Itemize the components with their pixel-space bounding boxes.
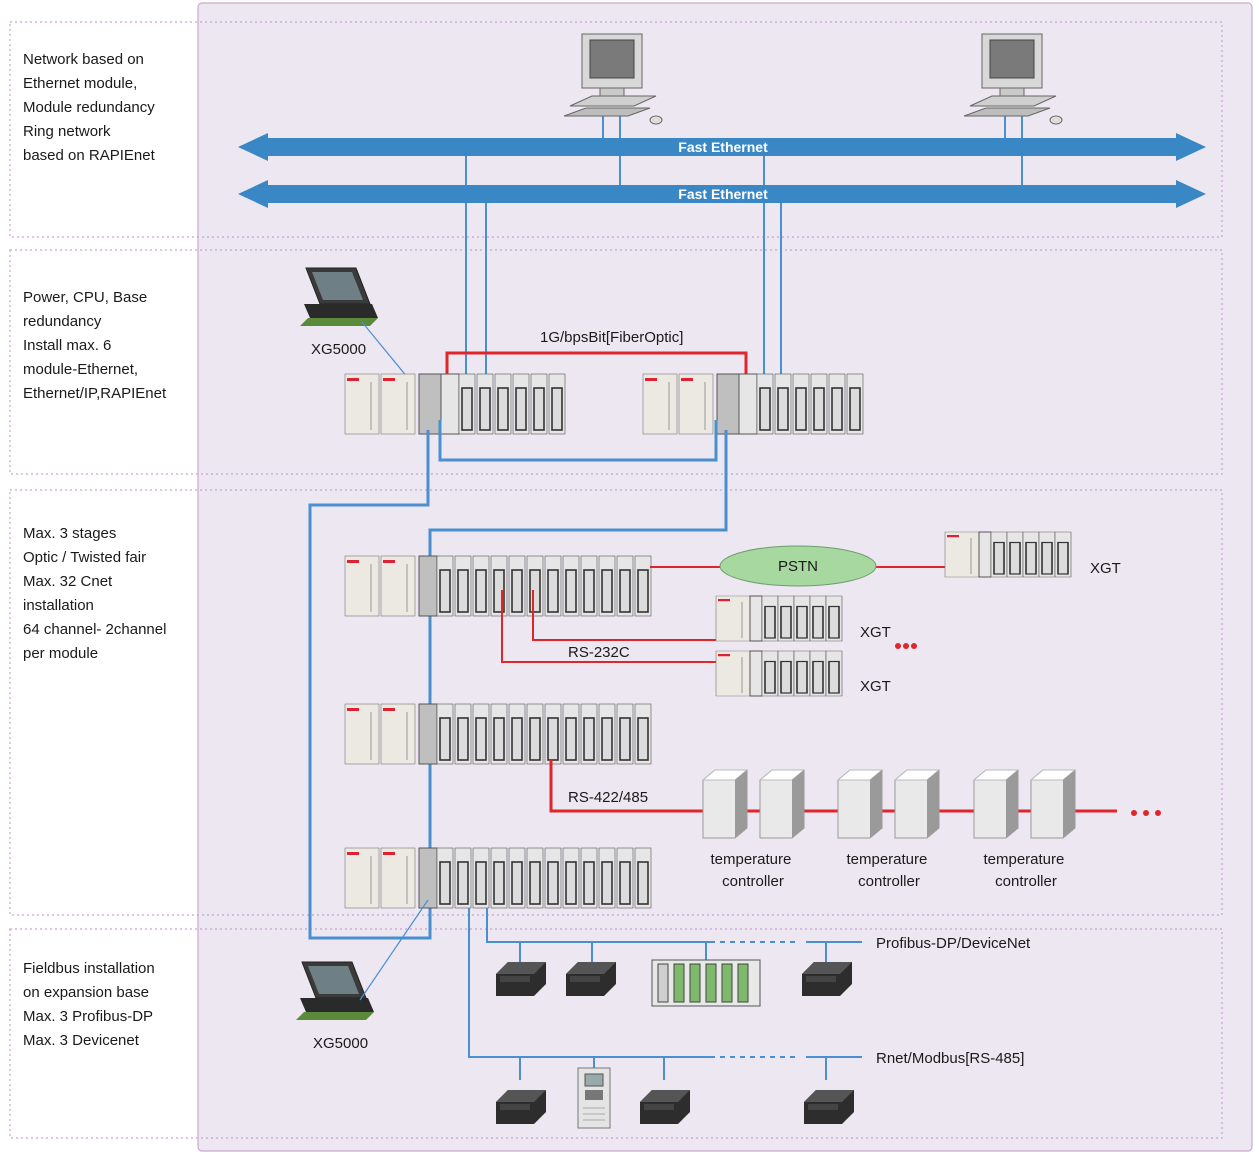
temp-label-3: temperature controller [983,851,1068,890]
temp-controller-icon-1b [759,769,805,839]
fieldbus-lines [468,908,862,1080]
temp-controller-icon-1a [702,769,748,839]
pstn-label: PSTN [778,558,818,575]
fast-ethernet-label-1: Fast Ethernet [678,139,768,155]
plc-expansion-2 [344,703,652,765]
section-1-desc: Network based on Ethernet module, Module… [23,51,159,164]
laptop-link-top [361,321,409,379]
expansion-links [308,420,728,940]
section-2-border [9,249,1223,475]
section-3-desc: Max. 3 stages Optic / Twisted fair Max. … [23,525,171,662]
fast-ethernet-band-2: Fast Ethernet [238,180,1206,208]
section-2-desc: Power, CPU, Base redundancy Install max.… [23,289,167,402]
fieldbus-device-icon-3 [802,962,852,996]
profibus-label: Profibus-DP/DeviceNet [876,935,1031,952]
temp-controller-icon-2b [894,769,940,839]
xgt-label-2: XGT [860,624,891,641]
fieldbus-io-module-icon [651,959,761,1007]
plc-redundant-left [344,373,566,435]
rnet-device-icon-3 [804,1090,854,1124]
more-dots-rs422 [1131,810,1161,816]
xg5000-label-top: XG5000 [311,341,366,358]
fieldbus-device-icon-2 [566,962,616,996]
temp-controller-icon-3b [1030,769,1076,839]
inverter-icon [577,1067,611,1129]
rs232-label: RS-232C [568,644,630,661]
section-4-border [9,928,1223,1139]
temp-label-2: temperature controller [846,851,931,890]
xgt-station-3 [715,650,843,697]
plc-expansion-3 [344,847,652,909]
fieldbus-device-icon-1 [496,962,546,996]
rs232-links [501,590,718,663]
plc-expansion-1 [344,555,652,617]
section-4-desc: Fieldbus installation on expansion base … [23,960,159,1049]
rnet-device-icon-1 [496,1090,546,1124]
pstn-cloud [719,545,877,587]
laptop-link-bottom [359,899,429,1001]
xg5000-label-bottom: XG5000 [313,1035,368,1052]
temp-controller-icon-2a [837,769,883,839]
rnet-label: Rnet/Modbus[RS-485] [876,1050,1024,1067]
xgt-station-2 [715,595,843,642]
section-3-border [9,489,1223,916]
xgt-station-pstn [944,531,1072,578]
fiber-label: 1G/bpsBit[FiberOptic] [540,329,683,346]
fast-ethernet-band-1: Fast Ethernet [238,133,1206,161]
temp-label-1: temperature controller [710,851,795,890]
rs422-label: RS-422/485 [568,789,648,806]
plc-redundant-right [642,373,864,435]
fiber-link [445,351,748,392]
fast-ethernet-label-2: Fast Ethernet [678,186,768,202]
temp-controller-icon-3a [973,769,1019,839]
section-1-border [9,21,1223,238]
more-dots-xgt [895,643,917,649]
xgt-label-1: XGT [1090,560,1121,577]
rnet-device-icon-2 [640,1090,690,1124]
xgt-label-3: XGT [860,678,891,695]
